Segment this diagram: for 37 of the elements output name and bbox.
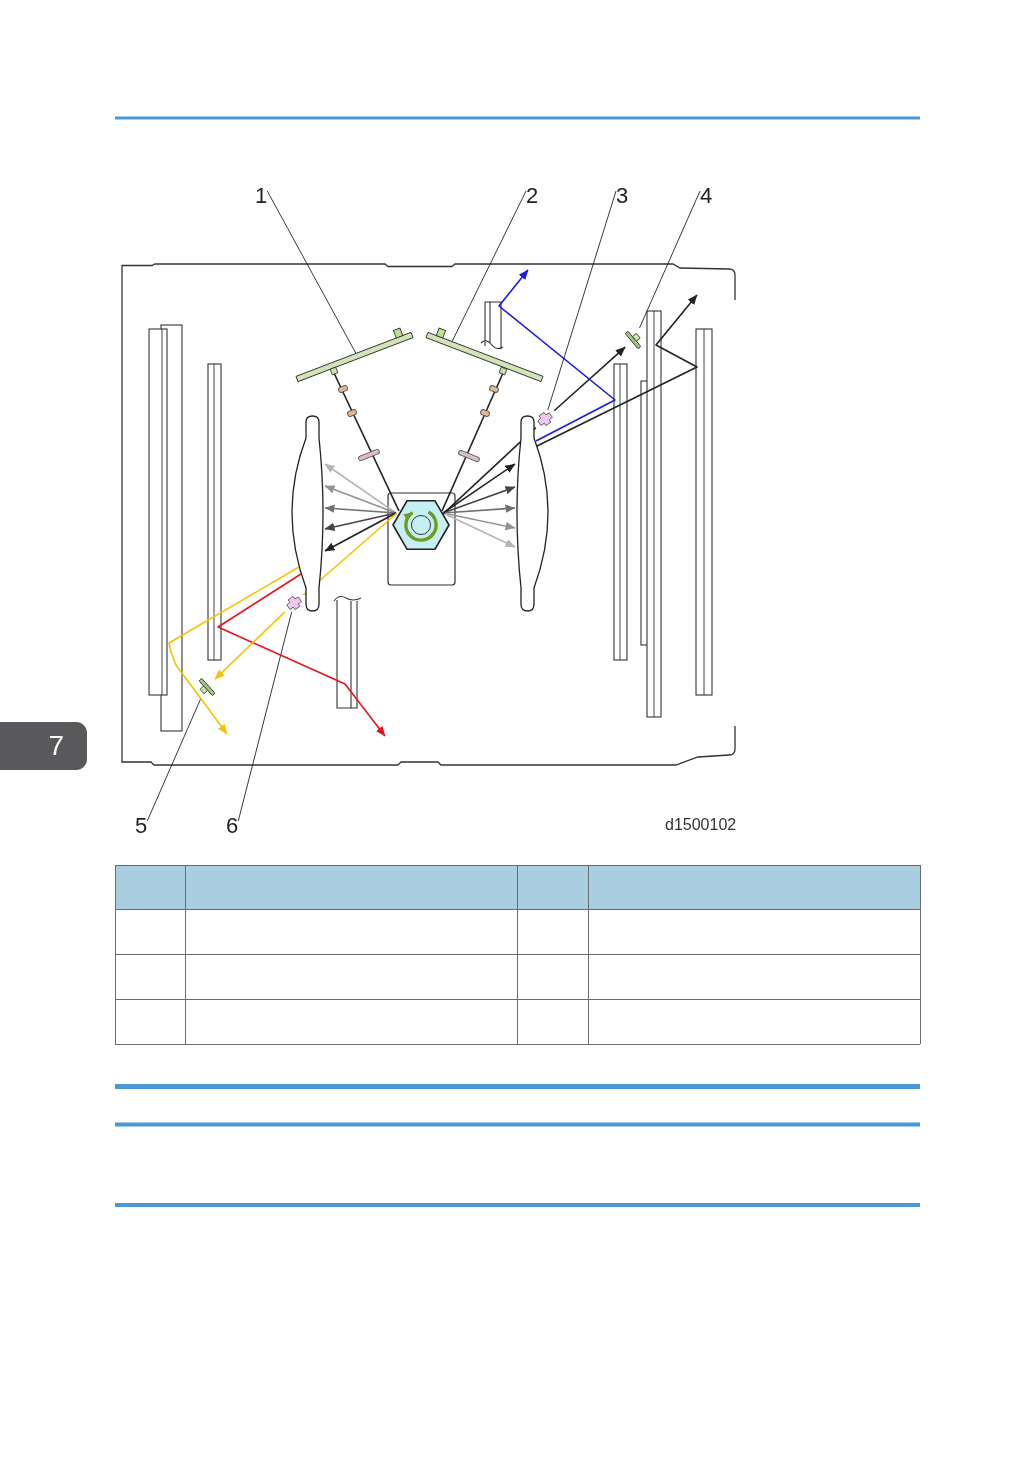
light-beam-arrow	[498, 269, 616, 442]
mirror	[295, 327, 414, 383]
light-beam	[333, 372, 400, 512]
leader-line	[547, 190, 617, 411]
light-beam-arrow	[324, 485, 397, 514]
callout-number: 3	[616, 185, 629, 207]
light-beam-arrow	[442, 463, 516, 514]
lens	[291, 415, 324, 612]
light-beam-arrow	[324, 512, 397, 552]
polygon-mirror	[392, 499, 450, 551]
callout-number: 5	[135, 815, 148, 837]
callout-number: 1	[255, 185, 268, 207]
light-beam-arrow	[168, 566, 300, 735]
lens	[516, 415, 549, 612]
light-beam-arrow	[217, 573, 386, 737]
figure-id: d1500102	[665, 817, 737, 833]
light-beam	[441, 372, 504, 512]
leader-line	[237, 611, 293, 822]
mirror	[425, 327, 544, 383]
leader-line	[451, 190, 527, 343]
light-beam-arrow	[536, 294, 698, 447]
light-beam-arrow	[324, 504, 397, 514]
callout-number: 4	[700, 185, 713, 207]
mirror-part	[198, 677, 216, 697]
chapter-tab: 7	[0, 722, 87, 770]
callout-number: 2	[526, 185, 539, 207]
light-beam-arrow	[442, 512, 516, 548]
leader-line	[266, 190, 357, 354]
leader-line	[639, 190, 701, 329]
sensor-part	[286, 595, 302, 611]
mirror-part	[624, 330, 642, 350]
light-beam-arrow	[324, 463, 397, 514]
sensor-part	[537, 411, 553, 427]
leader-line	[146, 698, 202, 822]
light-beam-arrow	[214, 611, 286, 680]
callout-number: 6	[226, 815, 239, 837]
light-beam-arrow	[553, 346, 626, 412]
